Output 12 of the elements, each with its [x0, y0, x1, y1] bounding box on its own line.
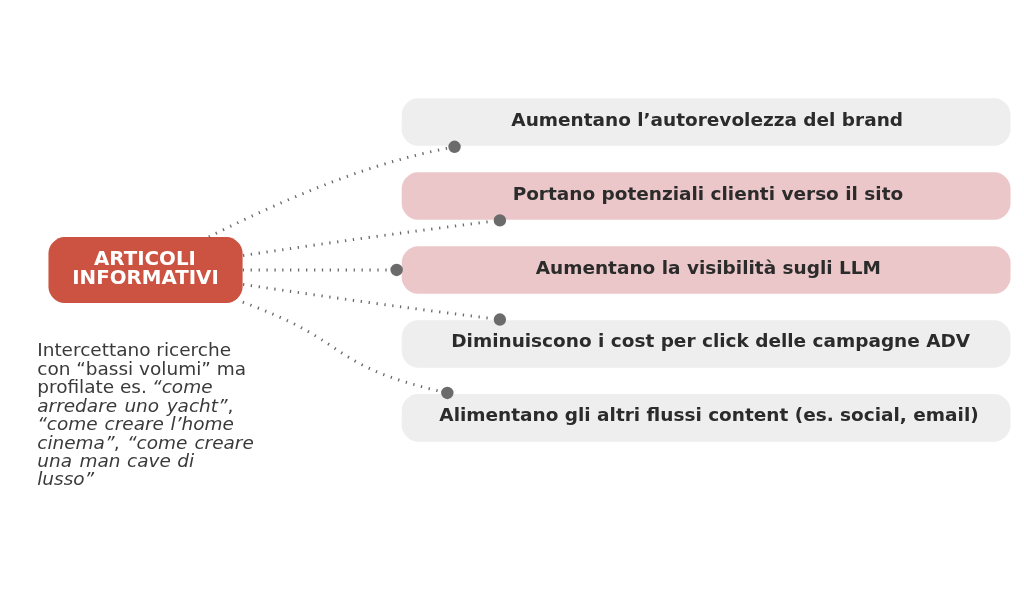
- node-box: Portano potenziali clienti verso il sito: [401, 171, 1011, 220]
- node-box: Aumentano la visibilità sugli LLM: [401, 245, 1011, 294]
- connector: [242, 263, 403, 276]
- node-box: Aumentano l’autorevolezza del brand: [401, 97, 1011, 146]
- node-box: Alimentano gli altri flussi content (es. social, email): [401, 393, 1011, 442]
- connector: [208, 140, 461, 238]
- connector: [242, 282, 507, 326]
- node-box: ARTICOLI INFORMATIVI: [48, 236, 243, 303]
- node-box: Diminuiscono i cost per click delle campagne ADV: [401, 319, 1011, 368]
- connector: [242, 300, 454, 399]
- connector: [242, 213, 507, 257]
- node-label: Intercettano ricerche con “bassi volumi” ma profilate es. “come arredare uno yacht”, “come creare l’home cinema”, “come creare una man cave di lusso”: [37, 338, 254, 489]
